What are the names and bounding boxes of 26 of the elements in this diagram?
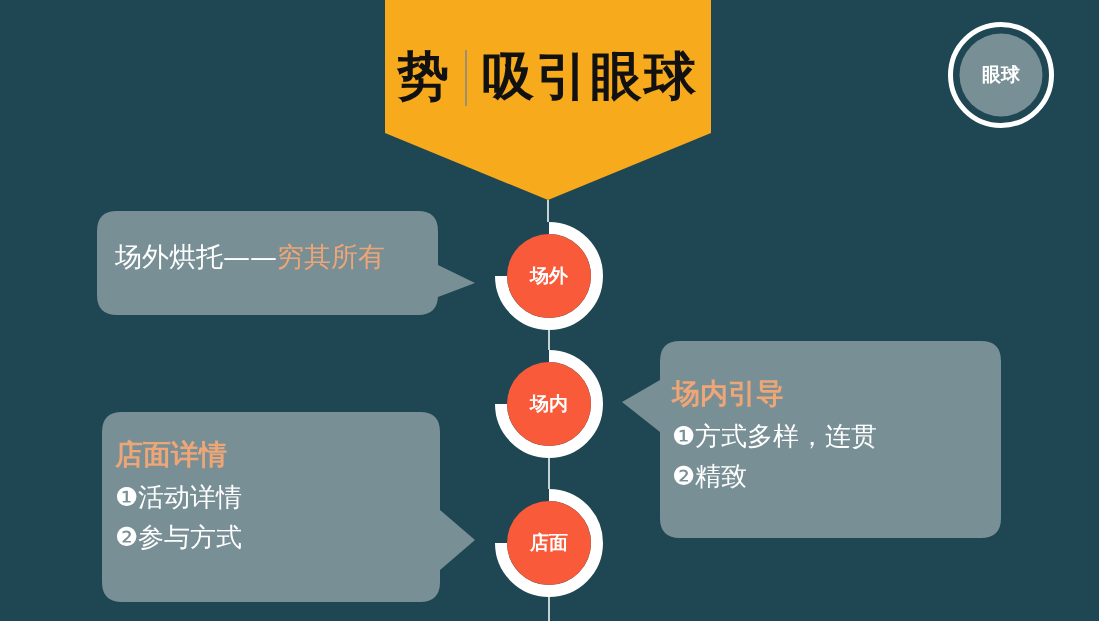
connector-line	[548, 329, 550, 351]
list-item: ❶活动详情	[115, 481, 243, 514]
step-circle	[495, 489, 603, 597]
connector-line	[548, 457, 550, 490]
step-label: 场内	[530, 391, 568, 416]
speech-bubble	[102, 412, 475, 602]
bubble-heading: 场内引导	[672, 376, 784, 412]
badge	[948, 22, 1054, 128]
step-circle	[495, 222, 603, 330]
connector-line	[547, 199, 549, 223]
step-circle	[495, 350, 603, 458]
speech-bubble	[622, 341, 1001, 538]
list-item: ❶方式多样，连贯	[672, 420, 878, 453]
bubble-text: 场外烘托——	[115, 241, 277, 272]
speech-bubble	[97, 211, 475, 315]
step-label: 场外	[530, 263, 568, 288]
bubble-heading: 店面详情	[115, 437, 227, 473]
connector-line	[548, 596, 550, 621]
badge-label: 眼球	[982, 62, 1020, 87]
banner-heading: 势	[397, 46, 449, 106]
banner-title: 吸引眼球	[482, 46, 698, 106]
title-banner	[385, 0, 711, 200]
list-item: ❷精致	[672, 460, 748, 493]
step-label: 店面	[530, 530, 568, 555]
list-item: ❷参与方式	[115, 521, 243, 554]
highlight-text: 穷其所有	[277, 241, 385, 272]
